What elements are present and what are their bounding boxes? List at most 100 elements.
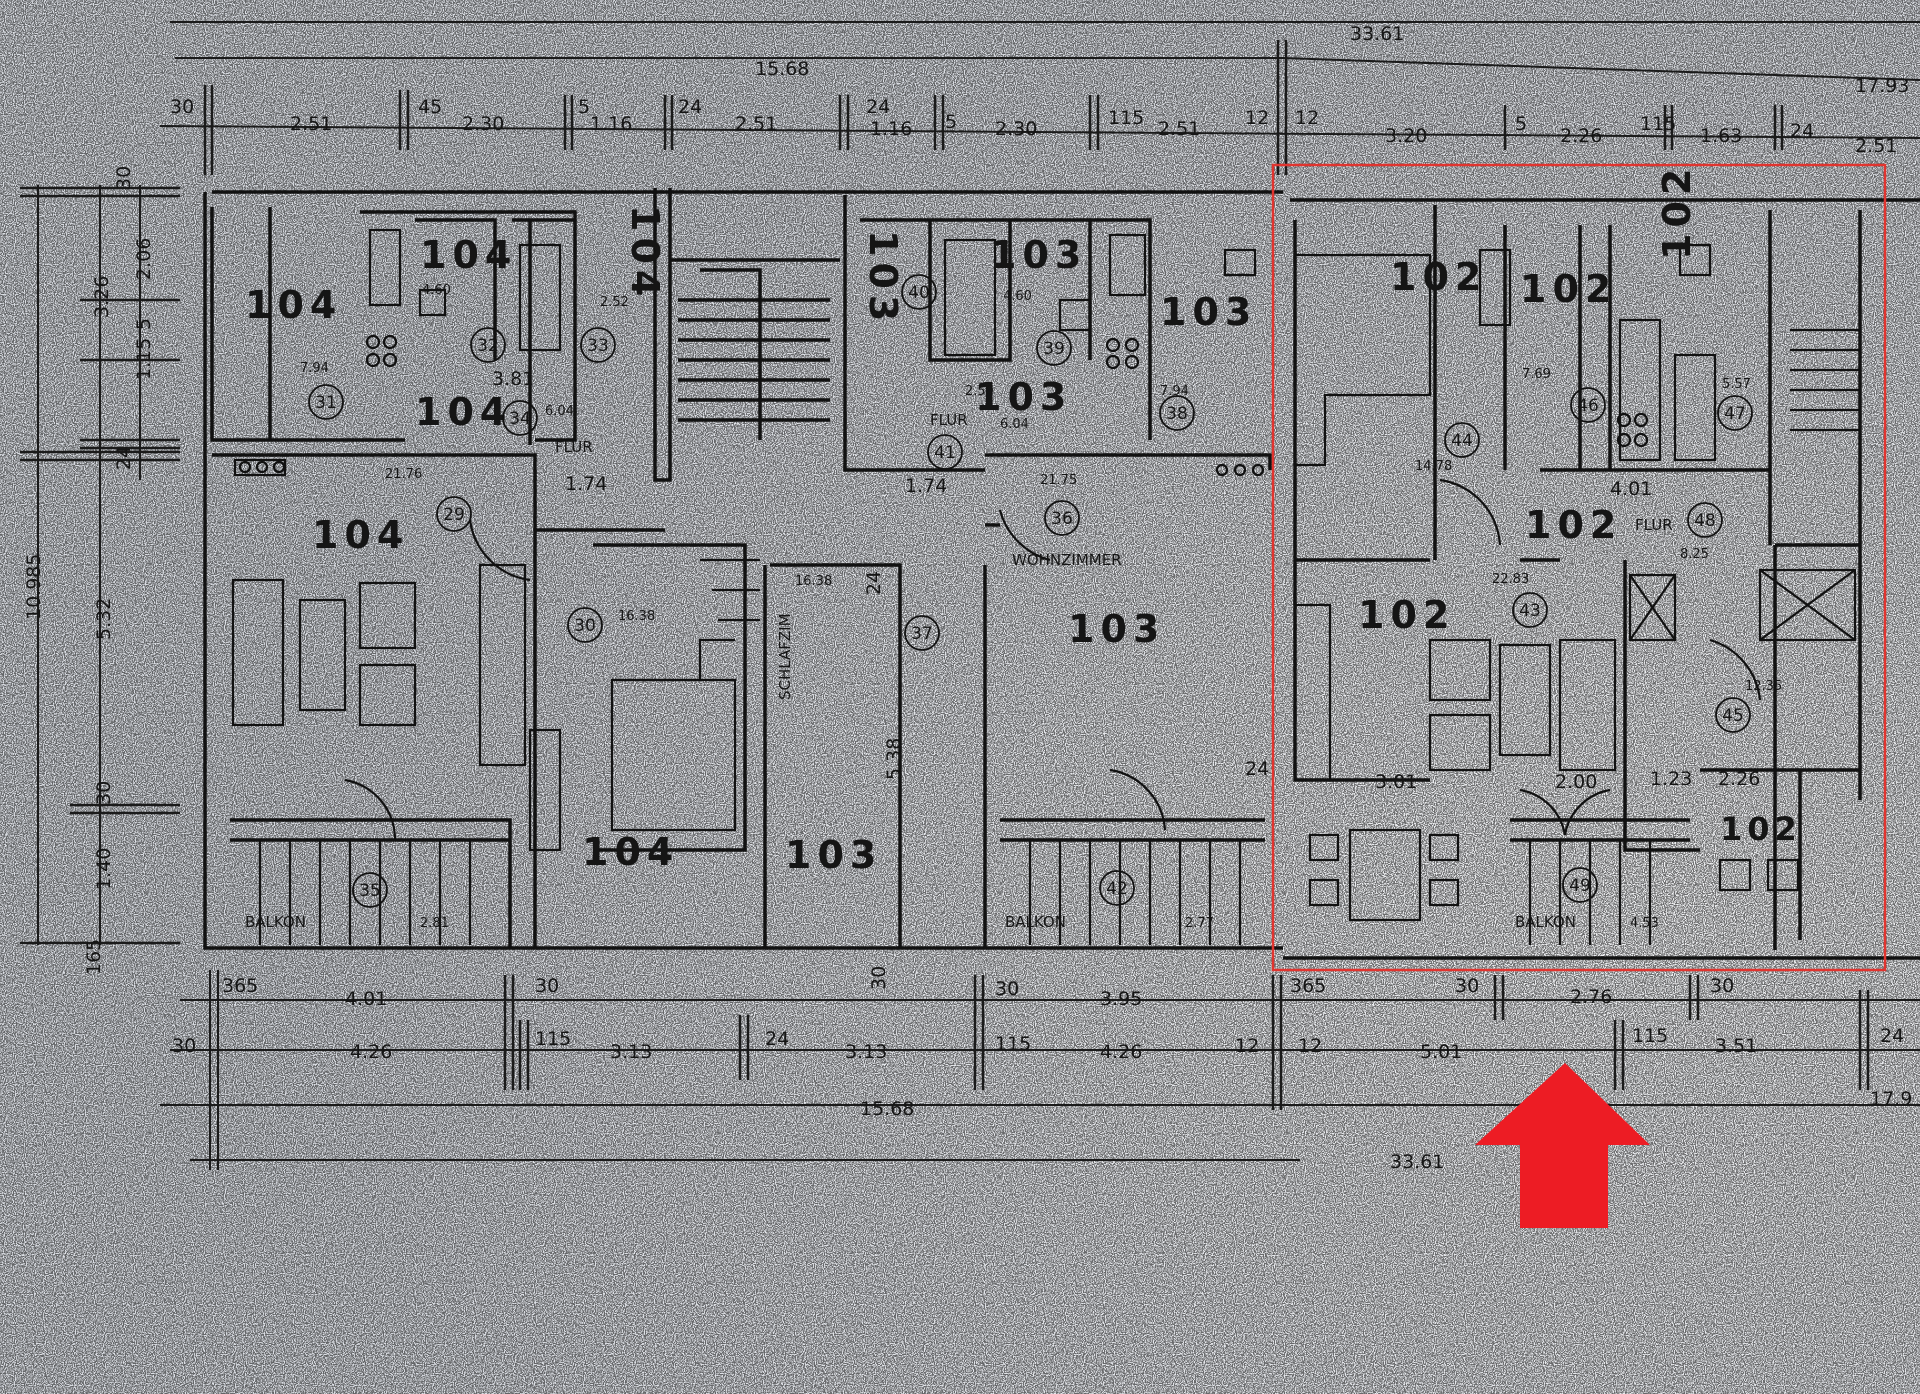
unit-label: 104 [582, 830, 679, 874]
dimension-lines [20, 21, 1920, 1170]
left-dim: 30 [113, 166, 135, 190]
top-dim: 12 [1245, 107, 1269, 129]
room-area: 12.35 [1745, 679, 1782, 694]
bottom-dim: 30 [535, 975, 559, 997]
room-area: 4.60 [1003, 289, 1032, 304]
room-area: 2.81 [420, 916, 449, 931]
room-area: 22.83 [1492, 572, 1529, 587]
unit-label: 103 [861, 230, 905, 327]
room-marker [927, 434, 963, 470]
room-number: 30 [574, 616, 596, 636]
top-dim: 2.51 [735, 113, 777, 135]
bottom-dim: 3.13 [610, 1041, 652, 1063]
room-number: 47 [1724, 404, 1746, 424]
room-area: 4.60 [422, 283, 451, 298]
room-marker [436, 496, 472, 532]
room-marker [1159, 395, 1195, 431]
bottom-dim: 365 [222, 975, 258, 997]
room-name-balkon: BALKON [1515, 913, 1576, 931]
top-dim: 24 [1790, 120, 1814, 142]
left-dim: 24 [113, 446, 135, 470]
room-area: 4.53 [1630, 916, 1659, 931]
inner-dim: 2.00 [1555, 771, 1597, 793]
room-number: 34 [509, 409, 531, 429]
room-marker [1099, 870, 1135, 906]
room-marker [901, 274, 937, 310]
room-number-markers [308, 274, 1753, 908]
top-dim: 24 [866, 96, 890, 118]
inner-dim: 4.01 [1610, 478, 1652, 500]
top-dim: 24 [678, 96, 702, 118]
room-name-wohnzimmer: WOHNZIMMER [1012, 551, 1122, 569]
room-area: 7.94 [1160, 384, 1189, 399]
inner-dim: 24 [1245, 758, 1269, 780]
room-area: 8.25 [1680, 547, 1709, 562]
top-dimension-labels: 30 2.51 45 2.30 5 1.16 24 2.51 24 1.16 5… [170, 96, 1897, 157]
room-area: 2.52 [600, 295, 629, 310]
room-number: 35 [359, 881, 381, 901]
unit-label: 103 [1160, 290, 1257, 334]
room-marker [1687, 502, 1723, 538]
room-number: 33 [587, 336, 609, 356]
top-dim: 3.20 [1385, 125, 1427, 147]
top-dim: 30 [170, 96, 194, 118]
dim-overall-bottom-right: 17.9 [1870, 1088, 1912, 1110]
top-dim: 115 [1640, 113, 1676, 135]
top-dim: 2.30 [995, 118, 1037, 140]
dim-overall-top: 33.61 [1350, 23, 1404, 45]
room-marker [1570, 387, 1606, 423]
left-dim: 165 [83, 939, 105, 975]
room-number: 46 [1577, 396, 1599, 416]
unit-label: 103 [785, 833, 882, 877]
inner-dim: 5.38 [883, 738, 905, 780]
bottom-dimension-labels: 365 4.01 30 30 30 3.95 365 30 2.76 30 30… [172, 966, 1904, 1063]
room-number-labels: 29 30 31 32 33 34 35 36 37 38 39 40 41 4… [315, 283, 1746, 901]
unit-label: 103 [1068, 607, 1165, 651]
bottom-dim: 365 [1290, 975, 1326, 997]
unit-labels: 104 104 104 104 104 104 103 103 103 103 … [245, 163, 1802, 877]
unit-label: 103 [975, 375, 1072, 419]
left-dim: 1.15 [133, 338, 155, 380]
room-marker [502, 400, 538, 436]
room-number: 32 [477, 336, 499, 356]
bottom-dim: 24 [765, 1028, 789, 1050]
room-area: 7.94 [300, 361, 329, 376]
bottom-dim: 5.01 [1420, 1041, 1462, 1063]
left-dim: 5 [133, 318, 155, 330]
dim-overall-top-left: 15.68 [755, 58, 809, 80]
dim-overall-bottom: 33.61 [1390, 1151, 1444, 1173]
highlight-frame [1271, 163, 1887, 972]
room-area: 5.57 [1722, 377, 1751, 392]
top-dim: 1.16 [870, 118, 912, 140]
room-number: 41 [934, 443, 956, 463]
unit-label: 102 [1520, 267, 1617, 311]
unit-label: 104 [245, 283, 342, 327]
top-dim: 2.26 [1560, 125, 1602, 147]
room-area: 6.04 [545, 404, 574, 419]
unit-label: 104 [623, 205, 667, 302]
top-dim: 2.51 [1158, 118, 1200, 140]
room-marker [1717, 395, 1753, 431]
unit-label: 104 [420, 233, 517, 277]
room-marker [1715, 697, 1751, 733]
room-area: 6.04 [1000, 417, 1029, 432]
bottom-dim: 30 [172, 1035, 196, 1057]
top-dim: 45 [418, 96, 442, 118]
bottom-dim: 3.13 [845, 1041, 887, 1063]
room-area: 16.38 [795, 574, 832, 589]
inner-dim: 1.74 [565, 473, 607, 495]
top-dim: 1.63 [1700, 125, 1742, 147]
room-marker [1512, 592, 1548, 628]
unit-label: 102 [1720, 810, 1802, 848]
bottom-dim: 2.76 [1570, 986, 1612, 1008]
unit-label: 103 [990, 233, 1087, 277]
room-name-flur: FLUR [1635, 516, 1673, 534]
bottom-dim: 115 [995, 1033, 1031, 1055]
room-marker [308, 384, 344, 420]
inner-dim: 3.01 [1375, 771, 1417, 793]
top-dim: 5 [578, 96, 590, 118]
bottom-dim: 115 [1632, 1025, 1668, 1047]
room-number: 31 [315, 393, 337, 413]
room-name-balkon: BALKON [245, 913, 306, 931]
